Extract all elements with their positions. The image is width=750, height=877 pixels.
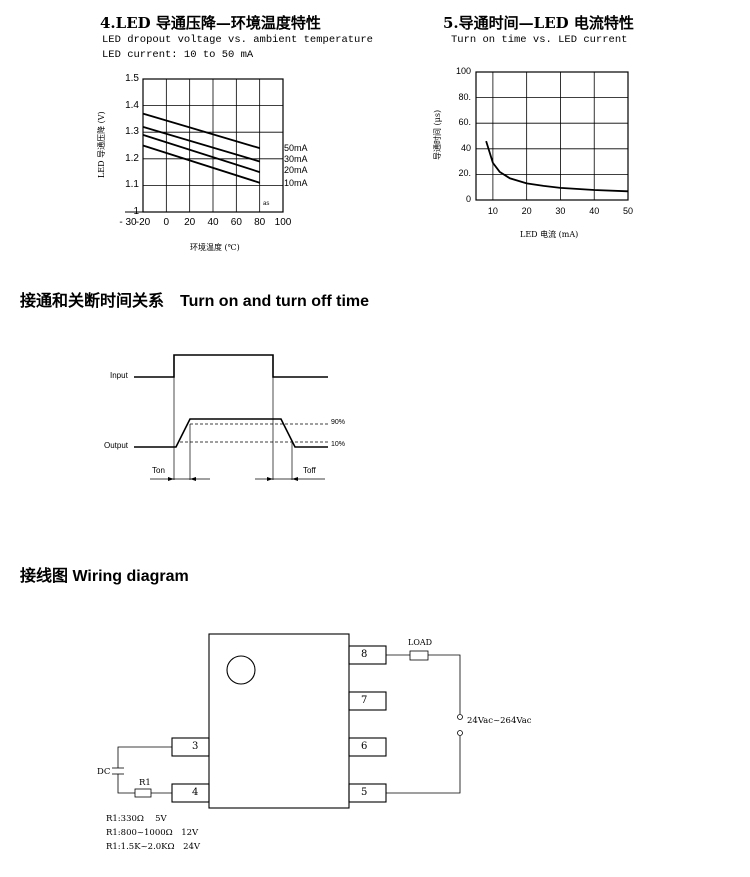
chart4-ytick: 1.1 <box>125 179 139 191</box>
dc-wire-plus <box>117 746 172 768</box>
load-resistor <box>409 650 429 661</box>
chart5-xtick: 40 <box>589 206 600 216</box>
ton-label: Ton <box>152 466 165 475</box>
pin-3-pad <box>171 737 210 757</box>
chart4-legend-20mA: 20mA <box>284 165 308 176</box>
ac-wire-top <box>428 654 461 714</box>
chart4-xtick: 0 <box>163 217 170 228</box>
output-waveform <box>134 418 328 448</box>
ac-terminal <box>457 714 463 720</box>
wiring-title: 接线图 Wiring diagram <box>20 568 189 585</box>
chart4-xtick: 60 <box>230 217 242 228</box>
r1-label: R1 <box>139 778 151 788</box>
pin-4-label: 4 <box>192 787 199 798</box>
chart4-series-50mA <box>142 112 260 150</box>
chart4-ytick: 1 <box>133 206 139 217</box>
chart5-curve <box>485 140 629 193</box>
timing-title: 接通和关断时间关系 Turn on and turn off time <box>20 293 370 310</box>
pin-6-label: 6 <box>361 741 368 752</box>
chart5-xtick: 50 <box>622 206 634 216</box>
relay-body <box>208 633 350 809</box>
level-90-label: 90% <box>331 419 346 426</box>
pin-5-pad <box>348 783 387 803</box>
dc-label: DC <box>97 767 111 777</box>
chart4-current-note: LED current: 10 to 50 mA <box>102 49 254 61</box>
chart4-title: 4.LED 导通压降—环境温度特性 <box>100 14 321 32</box>
chart4-xlabel: 环境温度 (℃) <box>190 243 240 252</box>
chart4-grid <box>125 78 284 213</box>
pin-8-label: 8 <box>361 649 368 660</box>
chart4-xtick: 100 <box>274 217 292 228</box>
pin-4-pad <box>171 783 210 803</box>
chart5-ytick: 0 <box>465 194 471 204</box>
chart4-xtick: 40 <box>207 217 219 228</box>
ton-arrow <box>190 477 196 481</box>
chart4-xtick: - 30 <box>119 217 137 228</box>
pin-3-label: 3 <box>192 741 199 752</box>
dc-wire-minus <box>117 774 135 794</box>
chart4-series-20mA <box>142 134 260 173</box>
chart5-ytick: 80. <box>458 91 471 102</box>
chart4-ytick: 1.3 <box>125 126 139 138</box>
chart4-ytick: 1.5 <box>125 73 139 84</box>
chart5-ytick: 60. <box>458 117 471 128</box>
ton-arrow <box>168 477 174 481</box>
pin-7-pad <box>348 691 387 711</box>
chart4-legend-30mA: 30mA <box>284 154 308 165</box>
chart5-xtick: 20 <box>521 206 532 216</box>
input-label: Input <box>110 371 128 380</box>
ac-voltage-label: 24Vac~264Vac <box>467 716 532 726</box>
chart5-grid <box>475 71 629 201</box>
pin-5-label: 5 <box>361 787 368 798</box>
toff-label: Toff <box>303 466 316 475</box>
chart5-frame <box>475 71 629 201</box>
r1-note-12v: R1:800~1000Ω 12V <box>106 828 199 838</box>
r1-note-24v: R1:1.5K~2.0KΩ 24V <box>106 842 201 852</box>
chart5-xlabel: LED 电流 (mA) <box>520 230 579 239</box>
chart4-series-30mA <box>142 126 260 163</box>
chart5-subtitle: Turn on time vs. LED current <box>451 34 628 46</box>
chart4-xtick: -20 <box>135 217 151 228</box>
r1-note-5v: R1:330Ω 5V <box>106 814 167 824</box>
ac-wire-bottom <box>386 736 461 794</box>
pin-6-pad <box>348 737 387 757</box>
chart4-corner-label: as <box>263 201 270 207</box>
chart4-xtick: 80 <box>254 217 266 228</box>
chart4-series-10mA <box>142 144 260 184</box>
chart4-xtick: 20 <box>184 217 196 228</box>
level-10-label: 10% <box>331 441 346 448</box>
chart4-ytick: 1.4 <box>125 99 139 111</box>
output-label: Output <box>104 441 129 450</box>
chart5-ytick: 40 <box>460 142 471 153</box>
toff-arrow <box>267 477 273 481</box>
orientation-dot <box>226 655 256 685</box>
input-waveform <box>134 354 328 378</box>
toff-arrow <box>292 477 298 481</box>
chart5-ytick: 100 <box>455 66 471 76</box>
chart4-legend-10mA: 10mA <box>284 177 308 188</box>
load-label: LOAD <box>408 638 433 647</box>
chart5-ytick: 20. <box>458 168 471 179</box>
r1-resistor <box>134 788 152 798</box>
chart5-xtick: 10 <box>487 206 498 216</box>
pin-8-pad <box>348 645 387 665</box>
pin-7-label: 7 <box>361 695 368 706</box>
chart4-legend-50mA: 50mA <box>284 143 308 154</box>
chart4-ytick: 1.2 <box>125 152 139 164</box>
ac-terminal <box>457 730 463 736</box>
chart5-xtick: 30 <box>555 206 566 216</box>
chart5-title: 5.导通时间—LED 电流特性 <box>443 14 634 32</box>
chart4-subtitle: LED dropout voltage vs. ambient temperat… <box>102 34 373 46</box>
